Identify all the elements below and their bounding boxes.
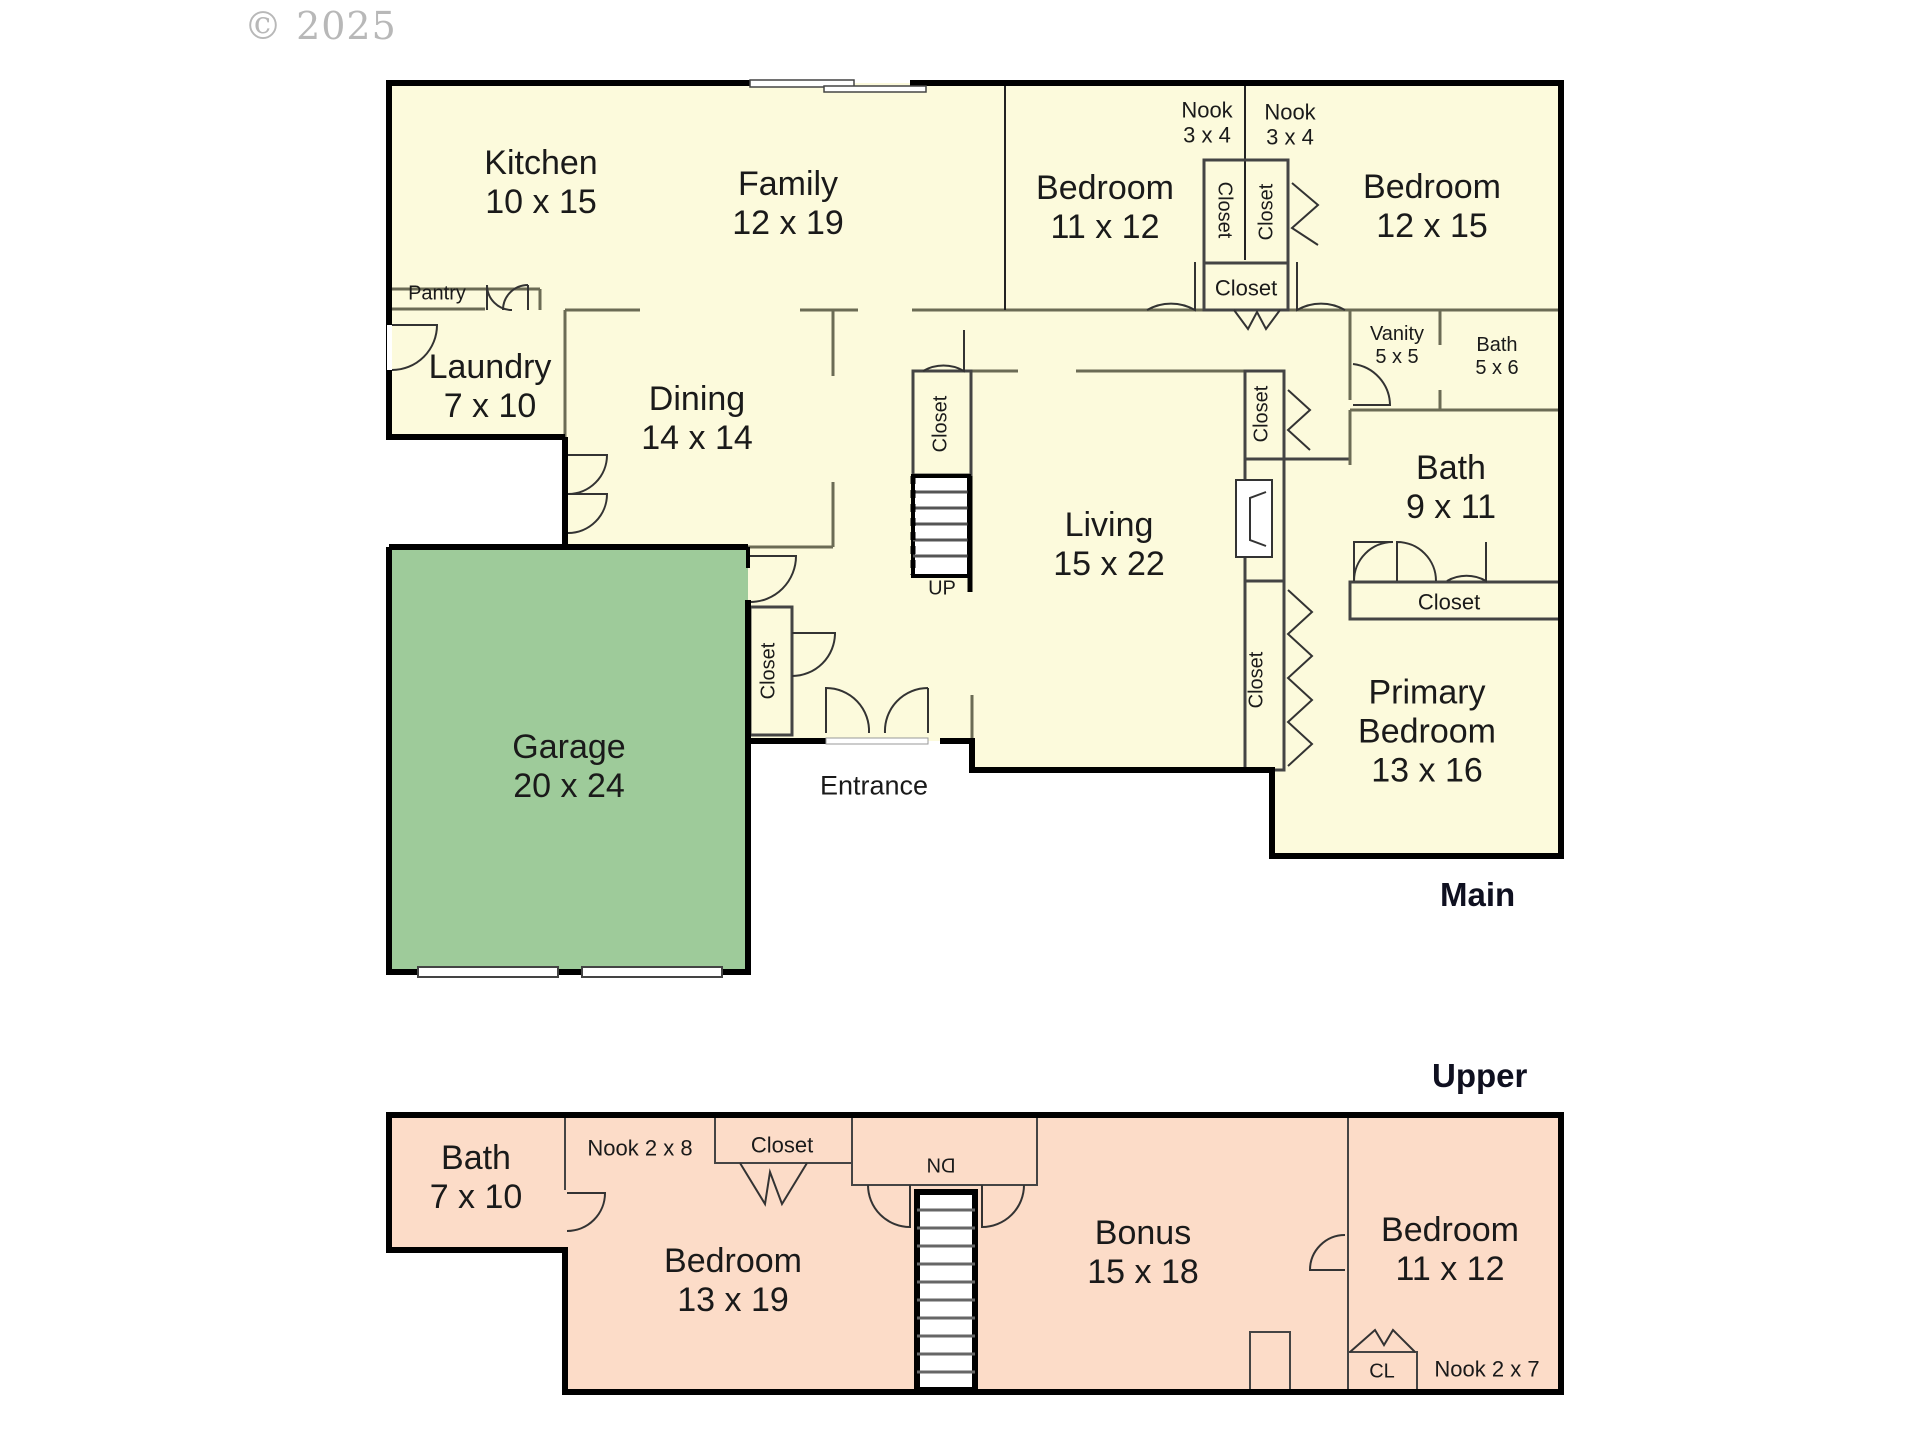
room-living: Living 15 x 22 [1053,506,1165,584]
room-nook-left: Nook 3 x 4 [1181,98,1232,149]
closet-label: Closet [1255,183,1278,241]
room-name: Nook [1181,97,1233,123]
floor-title-main: Main [1440,876,1516,913]
room-name: Nook [1264,99,1316,125]
room-size: 12 x 15 [1376,207,1488,245]
closet-label: Closet [1213,181,1236,239]
room-size: 9 x 11 [1405,488,1497,526]
closet-label: Closet [757,642,780,700]
room-name: Bedroom [1363,167,1501,206]
main-floor [386,79,1564,1294]
room-name: Dining [648,379,746,418]
stairs-up [910,474,973,592]
entrance-label: Entrance [819,770,929,801]
room-bedroom-12x15: Bedroom 12 x 15 [1363,168,1501,246]
room-size: 3 x 4 [1266,125,1314,150]
main-floor-fill [389,83,1561,856]
garage-fill [389,547,748,972]
room-bath-5x6: Bath 5 x 6 [1475,334,1518,380]
room-size: 7 x 10 [429,1178,523,1216]
room-name: Vanity [1369,323,1425,345]
stairs-down [914,1189,978,1393]
room-upper-bedroom-11x12: Bedroom 11 x 12 [1381,1211,1519,1289]
room-name: Bedroom [664,1241,802,1280]
room-upper-bonus: Bonus 15 x 18 [1087,1214,1199,1292]
room-size: 5 x 6 [1475,357,1519,379]
room-name: Family [737,164,839,203]
room-size: 15 x 18 [1087,1253,1199,1291]
room-name: Laundry [428,347,552,386]
stairs-down-label: DN [926,1153,956,1176]
room-name: Bath [441,1138,511,1177]
room-laundry: Laundry 7 x 10 [429,348,552,426]
room-name: Kitchen [484,143,598,182]
room-name: Living [1064,505,1154,544]
room-name: Garage [512,727,626,766]
room-name: Bedroom [1381,1210,1519,1249]
room-name: Bath [1416,448,1486,487]
room-name: Bedroom [1036,168,1174,207]
closet-label: Closet [1214,275,1278,301]
room-upper-bedroom-13x19: Bedroom 13 x 19 [664,1242,802,1320]
room-name: Bonus [1094,1213,1192,1252]
room-size: 10 x 15 [485,183,597,221]
room-size: 12 x 19 [732,204,844,242]
room-size: 13 x 19 [677,1281,789,1319]
room-upper-nook-2x8: Nook 2 x 8 [587,1135,693,1161]
upper-floor [386,1112,1564,1395]
room-bedroom-11x12: Bedroom 11 x 12 [1036,169,1174,247]
room-size: 15 x 22 [1053,545,1165,583]
copyright-notice: © 2025 [244,4,397,48]
room-nook-right: Nook 3 x 4 [1264,100,1315,151]
stairs-up-label: UP [928,577,956,600]
room-size: 7 x 10 [443,387,537,425]
room-family: Family 12 x 19 [732,165,844,243]
room-dining: Dining 14 x 14 [641,380,753,458]
closet-label: Closet [1250,385,1273,443]
room-kitchen: Kitchen 10 x 15 [484,144,597,222]
room-size: 5 x 5 [1375,346,1419,368]
room-bath-9x11: Bath 9 x 11 [1406,449,1496,527]
room-size: 3 x 4 [1183,123,1231,148]
room-name: Primary [1368,673,1486,712]
room-primary-bedroom: Primary Bedroom 13 x 16 [1358,673,1496,790]
closet-label: Closet [929,395,952,453]
room-size: 13 x 16 [1371,751,1483,790]
room-vanity: Vanity 5 x 5 [1370,323,1424,369]
room-size: 11 x 12 [1395,1250,1505,1288]
floor-title-upper: Upper [1432,1057,1528,1094]
room-garage: Garage 20 x 24 [512,728,625,806]
closet-label: Closet [1245,651,1268,709]
closet-cl-label: CL [1369,1360,1395,1383]
room-upper-nook-2x7: Nook 2 x 7 [1434,1356,1540,1382]
room-upper-bath: Bath 7 x 10 [430,1139,523,1217]
room-pantry: Pantry [408,282,466,305]
room-name: Bath [1476,334,1518,356]
room-size: 11 x 12 [1050,208,1160,246]
room-size: 20 x 24 [513,767,625,805]
closet-label: Closet [750,1132,814,1158]
room-name: Bedroom [1358,712,1496,751]
room-size: 14 x 14 [641,419,753,457]
closet-label: Closet [1417,589,1481,615]
